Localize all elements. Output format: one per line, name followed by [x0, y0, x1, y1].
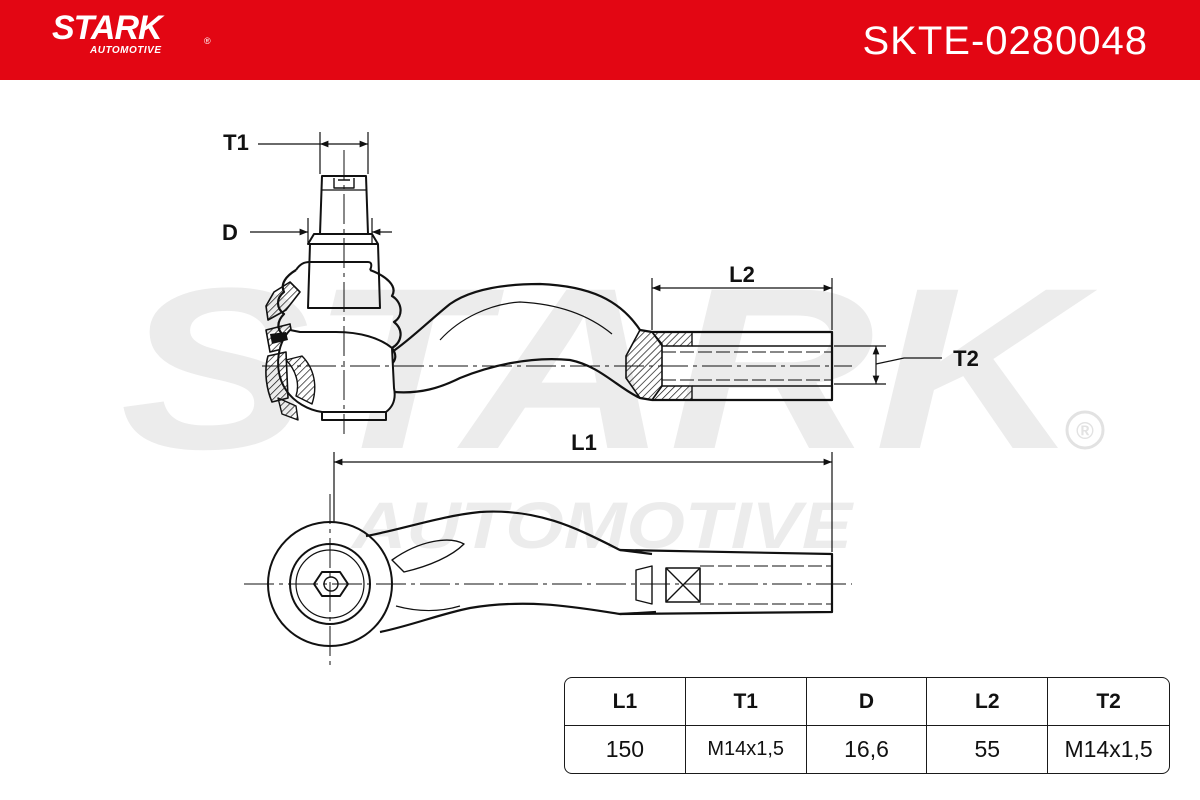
brand-logo-text: STARK — [52, 9, 163, 47]
dimension-label-L2: L2 — [729, 262, 755, 287]
svg-text:®: ® — [1076, 418, 1094, 445]
spec-header-D: D — [806, 678, 928, 726]
dimension-label-T1: T1 — [223, 130, 249, 155]
arm — [391, 282, 653, 402]
spec-value-L2: 55 — [927, 726, 1049, 773]
dimension-label-D: D — [222, 220, 238, 245]
spec-value-T2: M14x1,5 — [1064, 736, 1153, 762]
dimension-L1 — [333, 452, 833, 552]
dimension-L2 — [651, 278, 833, 330]
watermark-subtitle: AUTOMOTIVE — [350, 488, 855, 562]
spec-header-T2: T2 — [1048, 678, 1169, 726]
spec-header-L2: L2 — [927, 678, 1049, 726]
top-view — [244, 494, 852, 666]
brand-logo: STARK ® AUTOMOTIVE — [52, 9, 211, 56]
brand-logo-subtitle: AUTOMOTIVE — [90, 45, 162, 56]
threaded-end — [652, 330, 834, 402]
part-number: SKTE-0280048 — [862, 19, 1148, 63]
dimension-label-L1: L1 — [571, 430, 597, 455]
housing-section — [265, 351, 289, 403]
watermark: STARK AUTOMOTIVE ® — [120, 240, 1105, 562]
spec-table-value-row: 150 M14x1,5 16,6 55 M14x1,5 — [565, 726, 1169, 773]
dimension-T2 — [834, 345, 942, 385]
spec-value-L1: 150 — [565, 726, 686, 773]
spec-value-T1: M14x1,5 — [686, 726, 807, 773]
dimension-label-T2: T2 — [953, 346, 979, 371]
spec-header-T1: T1 — [685, 678, 807, 726]
spec-table: L1 T1 D L2 T2 150 M14x1,5 16,6 55 M14x1,… — [564, 677, 1170, 774]
side-view — [262, 150, 852, 434]
dimension-D — [250, 218, 392, 244]
watermark-registered-mark: ® — [1065, 410, 1105, 450]
spec-header-L1: L1 — [565, 678, 686, 726]
spec-table-header-row: L1 T1 D L2 T2 — [565, 678, 1169, 726]
stud-taper — [307, 233, 379, 245]
spec-value-D: 16,6 — [807, 726, 928, 773]
header-bar: STARK ® AUTOMOTIVE SKTE-0280048 — [0, 0, 1200, 80]
wrench-flat — [665, 567, 701, 603]
brand-registered-mark: ® — [204, 36, 211, 46]
threaded-end-top — [619, 548, 834, 616]
technical-drawing: STARK AUTOMOTIVE ® — [120, 130, 1105, 666]
dimension-T1 — [258, 132, 369, 174]
boot-section — [265, 281, 301, 321]
arm-top — [365, 510, 657, 634]
